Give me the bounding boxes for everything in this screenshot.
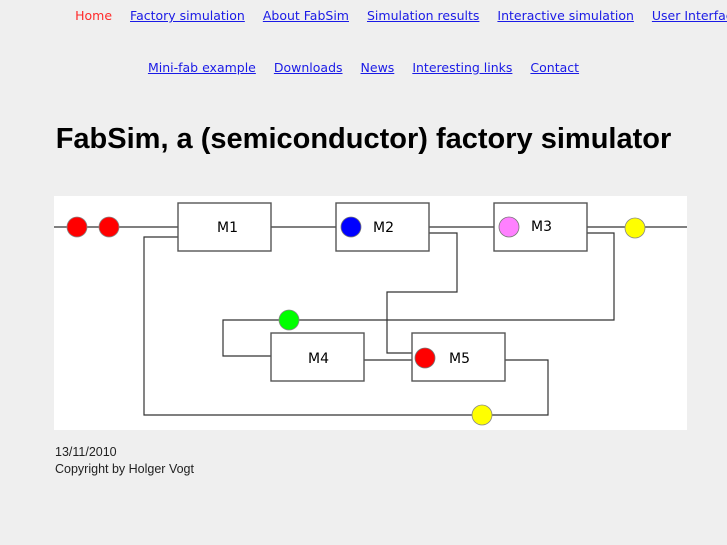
machine-m3-label: M3 [531,219,552,235]
main-navigation-row-1: Home Factory simulation About FabSim Simula… [0,7,727,24]
machine-m4-label: M4 [308,351,329,367]
nav-simulation-results[interactable]: Simulation results [366,8,480,23]
nav-mini-fab-example[interactable]: Mini-fab example [147,60,256,75]
lot-in-m2 [340,216,362,238]
nav-news[interactable]: News [360,60,395,75]
last-updated-date: 13/11/2010 [55,445,117,459]
flow-line-m2-m5 [386,232,458,354]
machine-m1[interactable] [177,202,272,252]
queue-lot-loop-to-M4 [278,309,300,331]
queue-lot-before-M1 [98,216,120,238]
factory-flow-svg: M1 M2 M3 M4 M5 [54,202,687,426]
queue-lot-before-M1 [66,216,88,238]
lot-in-m5 [414,347,436,369]
nav-home[interactable]: Home [75,8,113,23]
lot-in-m3 [498,216,520,238]
queue-lot-return-to-M1 [471,404,493,426]
nav-factory-simulation[interactable]: Factory simulation [130,8,245,23]
copyright-text: Copyright by Holger Vogt [55,462,194,476]
machine-m2-label: M2 [373,220,394,236]
machine-m5-label: M5 [449,351,470,367]
flow-line-m5-m1 [143,236,549,416]
nav-contact[interactable]: Contact [530,60,580,75]
nav-interactive-simulation[interactable]: Interactive simulation [497,8,634,23]
nav-user-interfaces[interactable]: User Interfaces [651,8,727,23]
nav-downloads[interactable]: Downloads [273,60,343,75]
nav-interesting-links[interactable]: Interesting links [412,60,513,75]
nav-about-fabsim[interactable]: About FabSim [262,8,349,23]
page-title: FabSim, a (semiconductor) factory simula… [55,123,672,155]
machine-m4[interactable] [270,332,365,382]
machine-m1-label: M1 [217,220,238,236]
footer: 13/11/2010 Copyright by Holger Vogt [55,444,194,478]
factory-flow-diagram: M1 M2 M3 M4 M5 [54,196,687,430]
queue-lot-after-M3 [624,217,646,239]
flow-line-m3-m4 [222,232,615,357]
main-navigation-row-2: Mini-fab example Downloads News Interesting… [0,59,727,76]
